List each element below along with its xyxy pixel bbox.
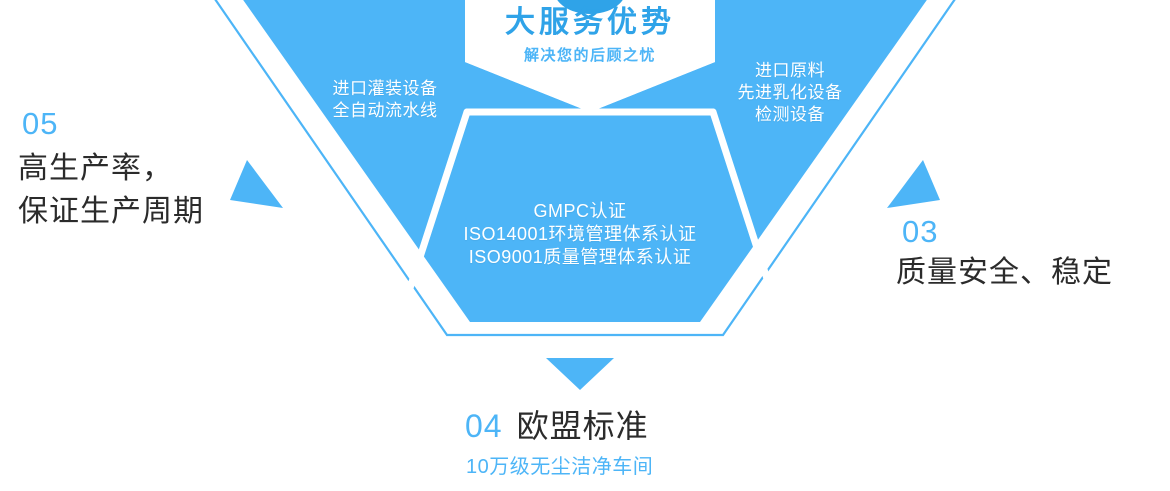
callout-03-number: 03: [902, 214, 939, 249]
divider-right: [709, 108, 785, 326]
panel-label-left: 进口灌装设备 全自动流水线: [332, 79, 438, 120]
funnel-outline-stroke: [214, 0, 956, 337]
center-hexagon-lower: [465, 55, 715, 112]
triangle-pointer-down-icon: [546, 358, 614, 390]
callout-04-number: 04: [465, 408, 503, 444]
triangle-pointer-left-icon: [230, 160, 283, 208]
circle-badge-icon: [557, 0, 623, 14]
callout-04-subtext: 10万级无尘洁净车间: [466, 456, 654, 478]
panel-label-center-certifications: GMPC认证 ISO14001环境管理体系认证 ISO9001质量管理体系认证: [463, 201, 697, 268]
hexagon-title: 大服务优势: [505, 6, 675, 39]
divider-left: [395, 108, 471, 326]
hexagon-subtitle: 解决您的后顾之忧: [523, 47, 656, 64]
triangle-pointer-right-icon: [887, 160, 940, 208]
callout-04: 04 欧盟标准: [465, 404, 649, 449]
callout-05-heading: 高生产率， 保证生产周期: [18, 152, 204, 228]
callout-04-heading: 欧盟标准: [516, 408, 649, 444]
callout-05-number: 05: [22, 106, 59, 141]
callout-03-heading: 质量安全、稳定: [896, 256, 1113, 289]
panel-label-right: 进口原料 先进乳化设备 检测设备: [737, 61, 843, 124]
